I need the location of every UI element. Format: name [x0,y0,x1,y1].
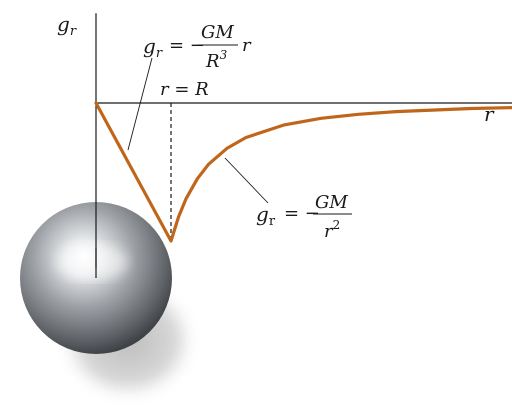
inner-formula: gr = − GM R3 r [143,22,252,72]
svg-text:= −: = − [169,35,205,56]
outer-formula: gr = − GM r2 [256,192,352,242]
svg-text:r: r [242,35,252,56]
svg-text:GM: GM [201,22,234,43]
x-axis-label: r [484,102,495,126]
svg-text:r2: r2 [324,218,340,242]
svg-text:gr: gr [143,34,163,61]
svg-text:gr: gr [256,202,276,229]
boundary-label: r = R [160,79,209,100]
svg-text:GM: GM [315,192,348,213]
y-axis-label: gr [57,12,77,39]
svg-text:= −: = − [284,203,320,224]
gravity-curve [94,101,512,243]
planet-highlight [56,244,128,280]
inner-formula-leader [127,57,153,151]
svg-text:R3: R3 [205,48,228,72]
outer-formula-leader [224,157,269,204]
